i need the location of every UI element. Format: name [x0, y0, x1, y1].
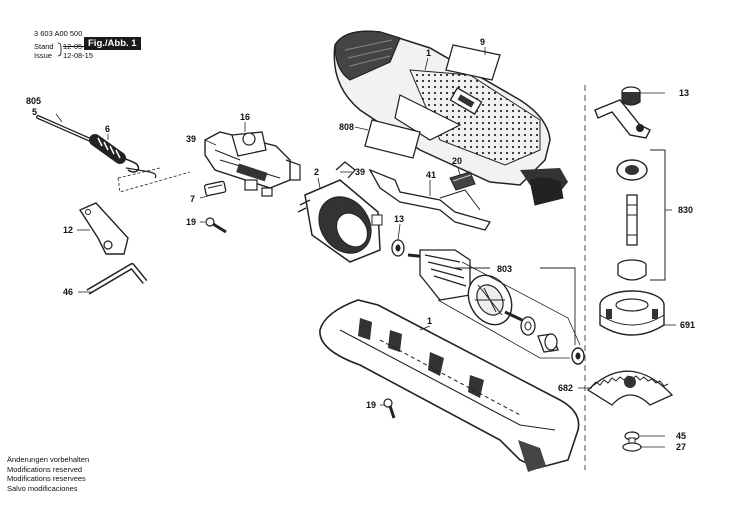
lever	[594, 99, 651, 139]
part-label-27: 27	[676, 442, 686, 452]
part-label-19: 19	[186, 217, 196, 227]
housing-shell	[319, 299, 580, 472]
part-label-20: 20	[452, 156, 462, 166]
part-label-803: 803	[497, 264, 512, 274]
switch-assembly	[204, 131, 301, 197]
part-label-12: 12	[63, 225, 73, 235]
washer	[571, 347, 585, 365]
label-plate	[445, 44, 501, 81]
part-number: 3 603 A00 500	[34, 29, 83, 38]
saw-blade	[586, 370, 674, 406]
armature	[407, 249, 523, 326]
issue-label: Issue	[34, 51, 52, 60]
tool-holder	[599, 290, 665, 336]
modifications-line: Salvo modificaciones	[7, 483, 78, 493]
shaft-bearing	[616, 159, 648, 181]
part-label-16: 16	[240, 112, 250, 122]
part-label-682: 682	[558, 383, 573, 393]
part-label-39: 39	[186, 134, 196, 144]
part-label-691: 691	[680, 320, 695, 330]
screw	[205, 217, 227, 234]
cable-clamp	[78, 202, 129, 255]
part-label-5: 5	[32, 107, 37, 117]
allen-key	[86, 263, 148, 295]
motor-housing	[333, 30, 568, 206]
housing-screw	[383, 398, 396, 419]
part-label-46: 46	[63, 287, 73, 297]
part-label-41: 41	[426, 170, 436, 180]
part-label-13: 13	[394, 214, 404, 224]
bearing-sleeve	[537, 333, 559, 353]
modifications-line: Änderungen vorbehalten	[7, 455, 90, 464]
part-label-1: 1	[426, 48, 431, 58]
nameplate	[364, 119, 421, 159]
locking-cap	[621, 86, 641, 106]
part-label-830: 830	[678, 205, 693, 215]
slide-switch	[203, 180, 227, 197]
part-label-6: 6	[105, 124, 110, 134]
part-label-13: 13	[679, 88, 689, 98]
modifications-line: Modifications reserved	[7, 464, 83, 474]
figure-label: Fig./Abb. 1	[84, 37, 141, 50]
issue-date: 12-08-15	[63, 51, 94, 60]
clamping-screw	[622, 431, 642, 452]
circuit-board	[368, 168, 492, 231]
part-label-805: 805	[26, 96, 41, 106]
part-label-2: 2	[314, 167, 319, 177]
part-label-1: 1	[427, 316, 432, 326]
part-label-808: 808	[339, 122, 354, 132]
small-bearing	[391, 239, 405, 257]
stand-date: 12-05-02	[63, 42, 94, 51]
part-label-39: 39	[355, 167, 365, 177]
cable-sleeve	[89, 134, 157, 179]
part-label-7: 7	[190, 194, 195, 204]
stator	[297, 179, 383, 263]
part-label-45: 45	[676, 431, 686, 441]
part-label-19: 19	[366, 400, 376, 410]
modifications-notice: Änderungen vorbehalten Modifications res…	[7, 455, 89, 493]
power-cable	[36, 115, 97, 144]
speed-wheel	[449, 171, 476, 191]
contact-spring	[335, 161, 356, 179]
spindle	[617, 194, 647, 281]
part-label-9: 9	[480, 37, 485, 47]
stand-label: Stand	[34, 42, 54, 51]
armature-bearing	[520, 316, 536, 336]
modifications-line: Modifications reservees	[7, 474, 86, 483]
